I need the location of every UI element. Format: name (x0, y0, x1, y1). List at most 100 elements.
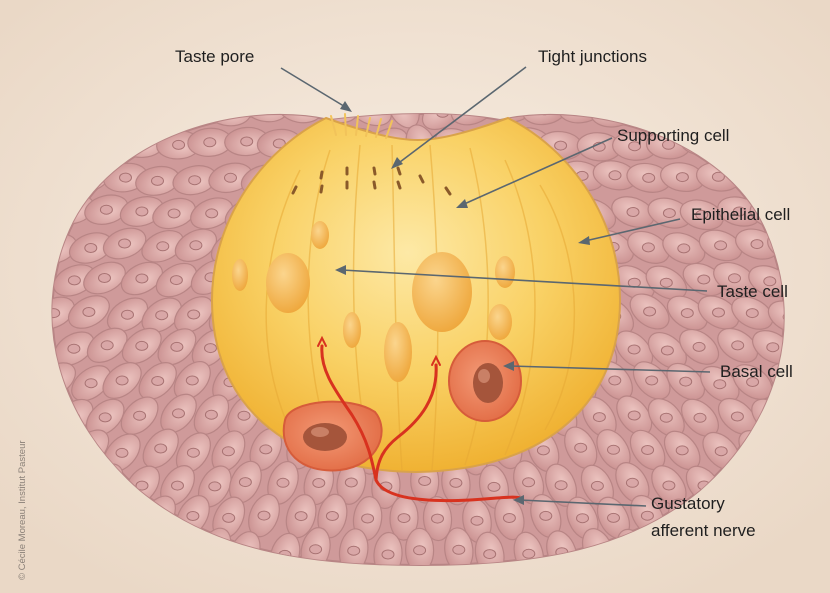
epithelial-nucleus (419, 477, 431, 486)
epithelial-nucleus (188, 310, 200, 319)
epithelial-nucleus (152, 377, 164, 386)
epithelial-nucleus (99, 274, 111, 283)
epithelial-nucleus (122, 310, 134, 319)
epithelial-nucleus (663, 209, 675, 218)
epithelial-nucleus (209, 482, 221, 491)
epithelial-nucleus (68, 344, 80, 353)
epithelial-nucleus (523, 478, 535, 487)
epithelial-nucleus (593, 413, 605, 422)
epithelial-nucleus (715, 447, 727, 456)
epithelial-nucleus (120, 173, 132, 182)
epithelial-nucleus (663, 481, 675, 490)
epithelial-nucleus (155, 444, 167, 453)
epithelial-nucleus (136, 274, 148, 283)
epithelial-nucleus (168, 209, 180, 218)
epithelial-nucleus (680, 377, 692, 386)
epithelial-nucleus (170, 276, 182, 285)
epithelial-nucleus (555, 141, 567, 150)
epithelial-nucleus (68, 276, 80, 285)
epithelial-nucleus (751, 240, 763, 249)
epithelial-nucleus (85, 244, 97, 253)
epithelial-nucleus (258, 511, 270, 520)
epithelial-nucleus (204, 138, 216, 147)
epithelial-nucleus (537, 446, 549, 455)
epithelial-nucleus (190, 241, 202, 250)
epithelial-nucleus (678, 244, 690, 253)
epithelial-nucleus (241, 137, 253, 146)
epithelial-nucleus (628, 411, 640, 420)
epithelial-nucleus (187, 448, 199, 457)
epithelial-nucleus (767, 343, 779, 352)
epithelial-nucleus (156, 311, 168, 320)
epithelial-nucleus (644, 307, 656, 316)
epithelial-nucleus (609, 376, 621, 385)
epithelial-nucleus (660, 278, 672, 287)
epithelial-nucleus (85, 379, 97, 388)
epithelial-nucleus (223, 513, 235, 522)
epithelial-nucleus (205, 344, 217, 353)
epithelial-nucleus (222, 447, 234, 456)
epithelial-nucleus (661, 346, 673, 355)
basal-cell-right (449, 341, 521, 421)
epithelial-nucleus (643, 173, 655, 182)
epithelial-nucleus (116, 448, 128, 457)
epithelial-nucleus (157, 242, 169, 251)
epithelial-nucleus (732, 341, 744, 350)
label-supporting-cell: Supporting cell (617, 126, 729, 145)
epithelial-nucleus (186, 376, 198, 385)
epithelial-nucleus (173, 409, 185, 418)
epithelial-nucleus (295, 512, 307, 521)
epithelial-nucleus (398, 514, 410, 523)
epithelial-nucleus (694, 413, 706, 422)
epithelial-nucleus (362, 514, 374, 523)
epithelial-nucleus (693, 342, 705, 351)
epithelial-nucleus (313, 479, 325, 488)
epithelial-nucleus (646, 376, 658, 385)
epithelial-nucleus (713, 308, 725, 317)
epithelial-nucleus (189, 176, 201, 185)
epithelial-nucleus (83, 308, 95, 317)
epithelial-nucleus (484, 550, 496, 559)
epithelial-nucleus (99, 413, 111, 422)
epithelial-nucleus (591, 481, 603, 490)
epithelial-nucleus (731, 412, 743, 421)
epithelial-nucleus (101, 341, 113, 350)
epithelial-nucleus (277, 478, 289, 487)
epithelial-nucleus (260, 445, 272, 454)
epithelial-nucleus (698, 275, 710, 284)
epithelial-nucleus (173, 140, 185, 149)
epithelial-nucleus (152, 176, 164, 185)
label-basal-cell: Basal cell (720, 362, 793, 381)
epithelial-nucleus (172, 481, 184, 490)
epithelial-nucleus (471, 516, 483, 525)
epithelial-nucleus (206, 209, 218, 218)
label-gustatory: Gustatory (651, 494, 725, 513)
epithelial-nucleus (187, 512, 199, 521)
epithelial-nucleus (608, 513, 620, 522)
epithelial-nucleus (326, 512, 338, 521)
epithelial-nucleus (575, 443, 587, 452)
epithelial-nucleus (239, 478, 251, 487)
epithelial-nucleus (382, 550, 394, 559)
epithelial-nucleus (555, 481, 567, 490)
epithelial-nucleus (626, 478, 638, 487)
epithelial-nucleus (348, 546, 360, 555)
label-epithelial-cell: Epithelial cell (691, 205, 790, 224)
epithelial-nucleus (676, 446, 688, 455)
epithelial-nucleus (414, 546, 426, 555)
epithelial-nucleus (540, 511, 552, 520)
epithelial-nucleus (225, 173, 237, 182)
epithelial-nucleus (136, 207, 148, 216)
epithelial-nucleus (450, 478, 462, 487)
epithelial-nucleus (676, 173, 688, 182)
epithelial-nucleus (642, 243, 654, 252)
label-taste-pore: Taste pore (175, 47, 254, 66)
epithelial-nucleus (136, 341, 148, 350)
label-afferent-nerve: afferent nerve (651, 521, 756, 540)
label-tight-junctions: Tight junctions (538, 47, 647, 66)
epithelial-nucleus (642, 446, 654, 455)
epithelial-nucleus (345, 478, 357, 487)
epithelial-nucleus (119, 239, 131, 248)
